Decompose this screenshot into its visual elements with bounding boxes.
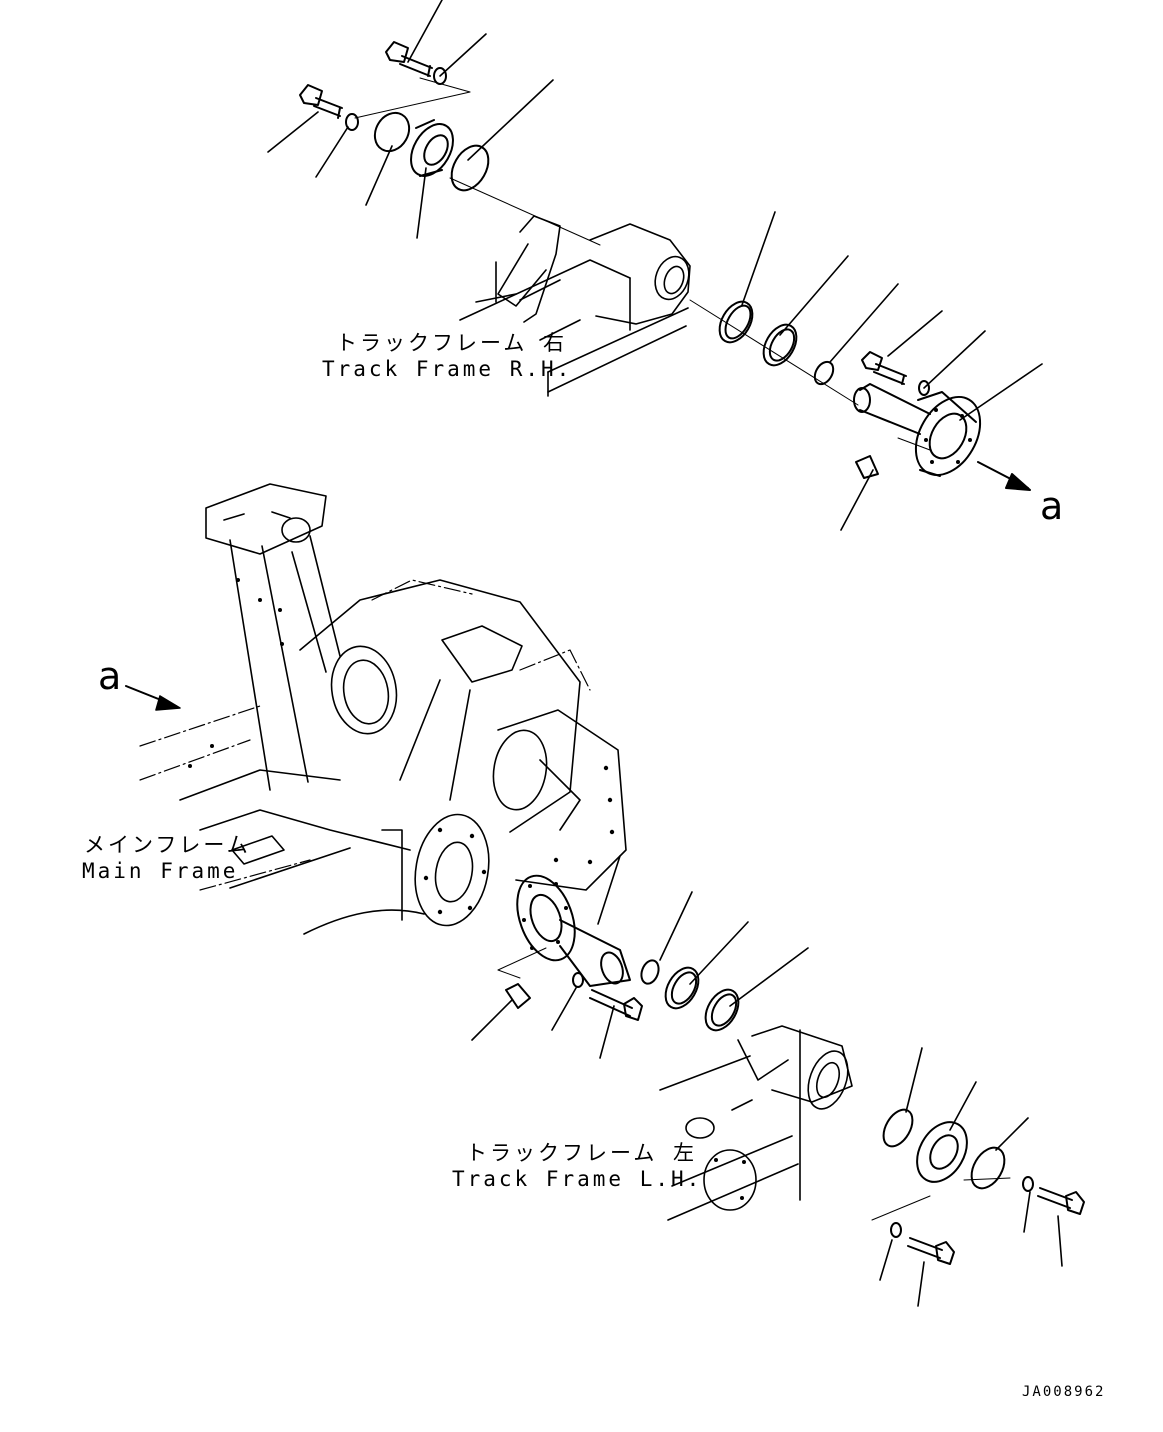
track-frame-rh-assembly [267, 0, 1043, 531]
track-frame-rh-label-en: Track Frame R.H. [322, 357, 573, 381]
o-ring-upper-2 [450, 144, 490, 192]
track-frame-lh-body [659, 1025, 853, 1221]
view-reference-a-upper: a [1040, 484, 1064, 528]
track-frame-lh-label-en: Track Frame L.H. [452, 1167, 703, 1191]
o-ring-rh-3 [813, 360, 835, 386]
leader-lines-rh [267, 0, 1043, 531]
plug-rh [855, 455, 879, 479]
drawing-code: JA008962 [1022, 1384, 1106, 1400]
washer-lh-2 [1022, 1176, 1034, 1192]
seal-ring-rh-2 [762, 323, 798, 367]
track-frame-lh-label-jp: トラックフレーム 左 [466, 1141, 698, 1165]
assembly-axis-rh [354, 77, 931, 451]
bolt-upper-1 [385, 41, 433, 77]
plug-lh [505, 983, 531, 1009]
washer-rh-3 [918, 380, 930, 396]
seal-ring-rh-1 [718, 300, 754, 344]
arrow-to-view-a-upper [977, 461, 1031, 491]
washer-lh-3 [890, 1222, 902, 1238]
bearing-cover-upper [410, 119, 454, 177]
o-ring-upper-1 [373, 111, 411, 153]
arrow-from-view-a-lower [125, 685, 181, 711]
washer-upper-2 [345, 113, 359, 131]
leader-lines-lh [471, 855, 1063, 1307]
bolt-upper-2 [299, 84, 343, 119]
seal-ring-lh-2 [704, 988, 740, 1032]
bolt-lh-2 [1037, 1187, 1085, 1215]
assembly-axis-lh [497, 947, 1011, 1221]
main-frame-body [125, 483, 627, 935]
main-frame-label-en: Main Frame [82, 859, 239, 883]
o-ring-lh-1 [640, 959, 660, 985]
pivot-shaft-lh [516, 874, 631, 987]
washer-lh-1 [572, 972, 584, 988]
bolt-lh-1 [589, 989, 643, 1021]
track-frame-lh-assembly [471, 855, 1085, 1307]
washer-upper-1 [433, 67, 447, 85]
track-frame-rh-label-jp: トラックフレーム 右 [336, 331, 568, 355]
track-frame-rh-body [459, 215, 691, 397]
o-ring-lh-3 [970, 1146, 1006, 1190]
o-ring-lh-2 [882, 1108, 914, 1148]
bolt-lh-3 [907, 1237, 955, 1265]
main-frame-label-jp: メインフレーム [84, 833, 251, 857]
pivot-shaft-rh [853, 383, 982, 477]
bearing-cover-lh [916, 1121, 968, 1183]
view-reference-a-lower: a [98, 654, 122, 698]
seal-ring-lh-1 [664, 966, 700, 1010]
bolt-rh-3 [861, 351, 907, 385]
